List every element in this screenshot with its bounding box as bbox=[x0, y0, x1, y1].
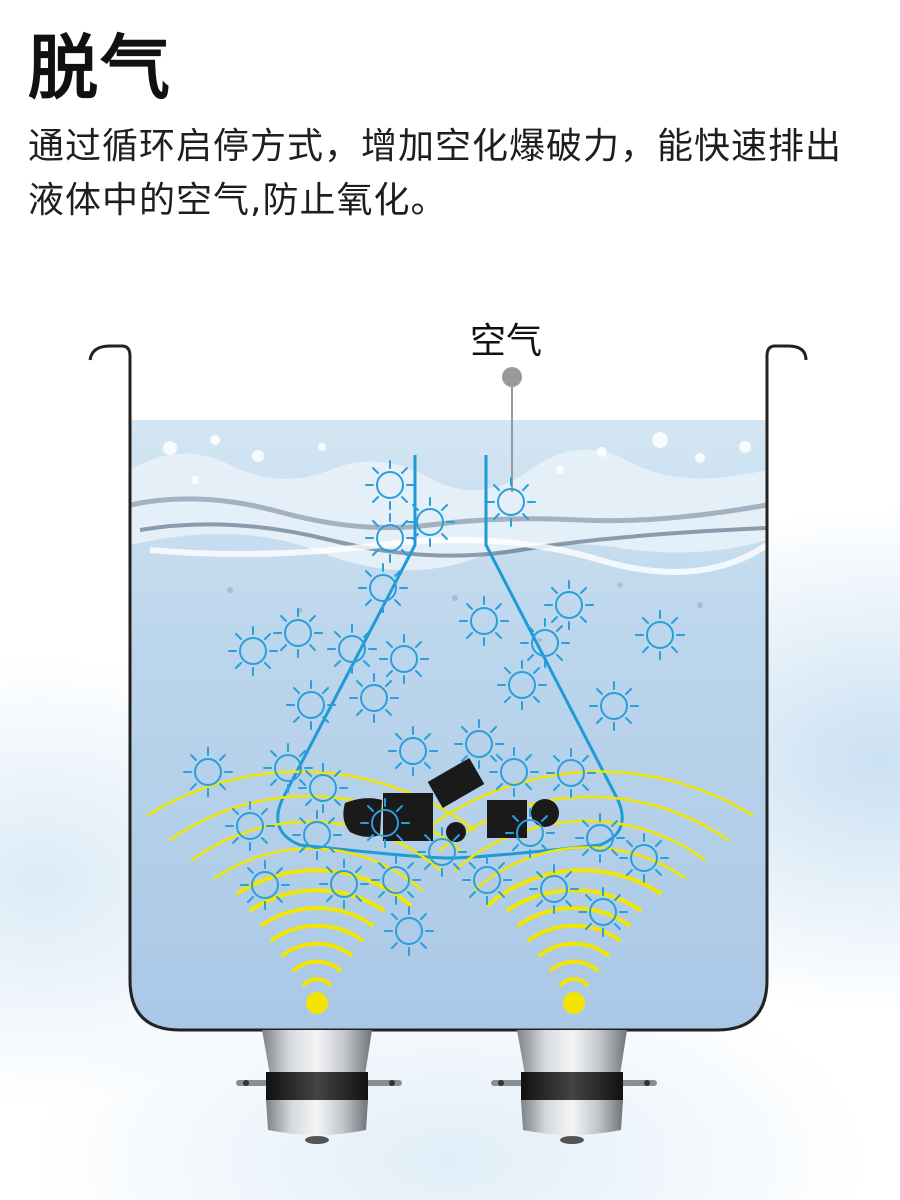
tank-outline bbox=[88, 344, 808, 1032]
transducer-left bbox=[236, 1030, 402, 1144]
page-title: 脱气 bbox=[28, 27, 172, 109]
air-pointer bbox=[502, 367, 522, 492]
air-label: 空气 bbox=[470, 321, 543, 362]
transducer-dot-left bbox=[306, 992, 328, 1014]
ultrasonic-waves-left bbox=[146, 770, 477, 987]
tank-water bbox=[130, 420, 767, 1030]
transducer-dot-right bbox=[563, 992, 585, 1014]
description-text: 通过循环启停方式，增加空化爆破力，能快速排出液体中的空气,防止氧化。 bbox=[28, 126, 843, 221]
ultrasonic-waves-right bbox=[423, 770, 754, 987]
transducer-right bbox=[491, 1030, 657, 1144]
